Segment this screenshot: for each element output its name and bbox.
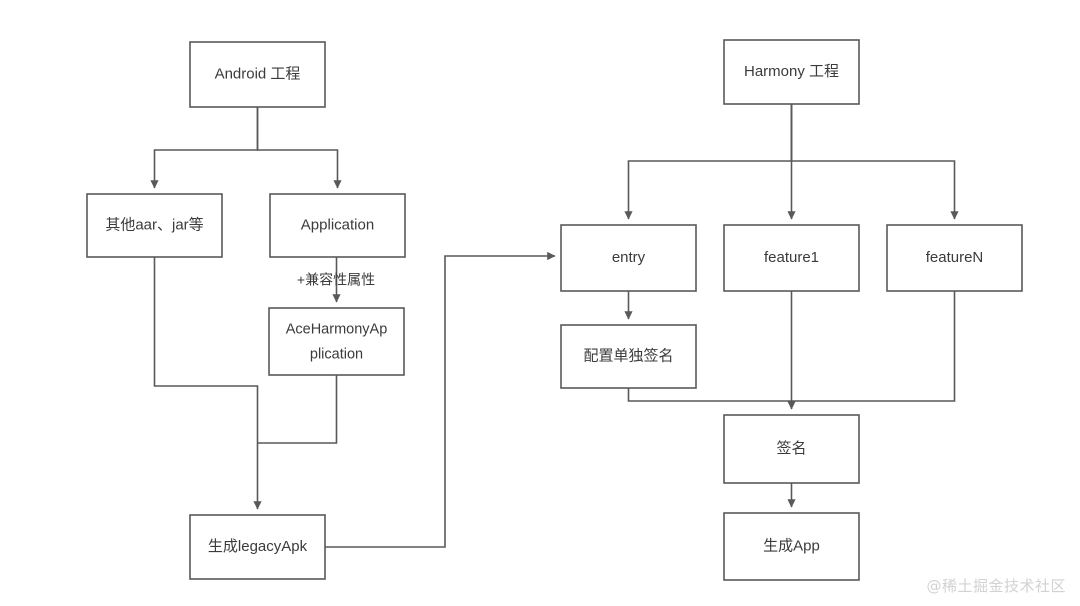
node-label: Application [301,216,374,233]
connector-generate-legacy-apk-to-entry [324,251,556,548]
node-android-project[interactable]: Android 工程 [189,41,326,108]
node-box [560,224,697,292]
node-label: Android 工程 [215,65,301,82]
connector-ace-harmony-to-generate-legacy-apk [257,375,338,444]
connector-other-aar-jar-to-generate-legacy-apk [153,257,262,510]
node-label: entry [612,249,646,266]
connector-config-separate-signing-to-signing [627,388,792,402]
node-label: 生成legacyApk [208,538,308,555]
node-label-line2: plication [310,346,363,362]
node-label: 其他aar、jar等 [105,215,203,233]
node-generate-legacy-apk[interactable]: 生成legacyApk [189,514,326,580]
node-ace-harmony-application[interactable]: AceHarmonyAp plication [268,307,405,376]
node-box [189,514,326,580]
node-box [86,193,223,258]
node-label: Harmony 工程 [744,63,839,80]
node-box [723,512,860,581]
node-application[interactable]: Application [269,193,406,258]
node-box [189,41,326,108]
connector-harmony-project-to-entry [624,104,793,220]
node-box [560,324,697,389]
node-label: 签名 [776,440,806,457]
connector-android-project-to-other-aar-jar [150,107,259,189]
node-label: 配置单独签名 [583,347,673,364]
node-other-aar-jar[interactable]: 其他aar、jar等 [86,193,223,258]
node-box [723,224,860,292]
node-feature1[interactable]: feature1 [723,224,860,292]
node-featureN[interactable]: featureN [886,224,1023,292]
connector-featureN-to-signing [791,291,956,402]
edge-label-layer: +兼容性属性 [297,272,375,288]
node-label: featureN [926,249,984,266]
node-box [269,193,406,258]
node-config-separate-signing[interactable]: 配置单独签名 [560,324,697,389]
node-label: feature1 [764,249,819,266]
node-signing[interactable]: 签名 [723,414,860,484]
node-box [723,39,860,105]
node-generate-app[interactable]: 生成App [723,512,860,581]
node-box [723,414,860,484]
watermark-text: @稀土掘金技术社区 [926,577,1066,595]
edge-label-compat-attribute: +兼容性属性 [297,272,375,288]
node-entry[interactable]: entry [560,224,697,292]
node-label-line1: AceHarmonyAp [286,321,388,337]
node-harmony-project[interactable]: Harmony 工程 [723,39,860,105]
connector-harmony-project-to-featureN [790,104,959,220]
connector-android-project-to-application [256,107,342,189]
node-box [268,307,405,376]
connector-layer [150,104,959,548]
node-label: 生成App [763,537,820,554]
node-box [886,224,1023,292]
